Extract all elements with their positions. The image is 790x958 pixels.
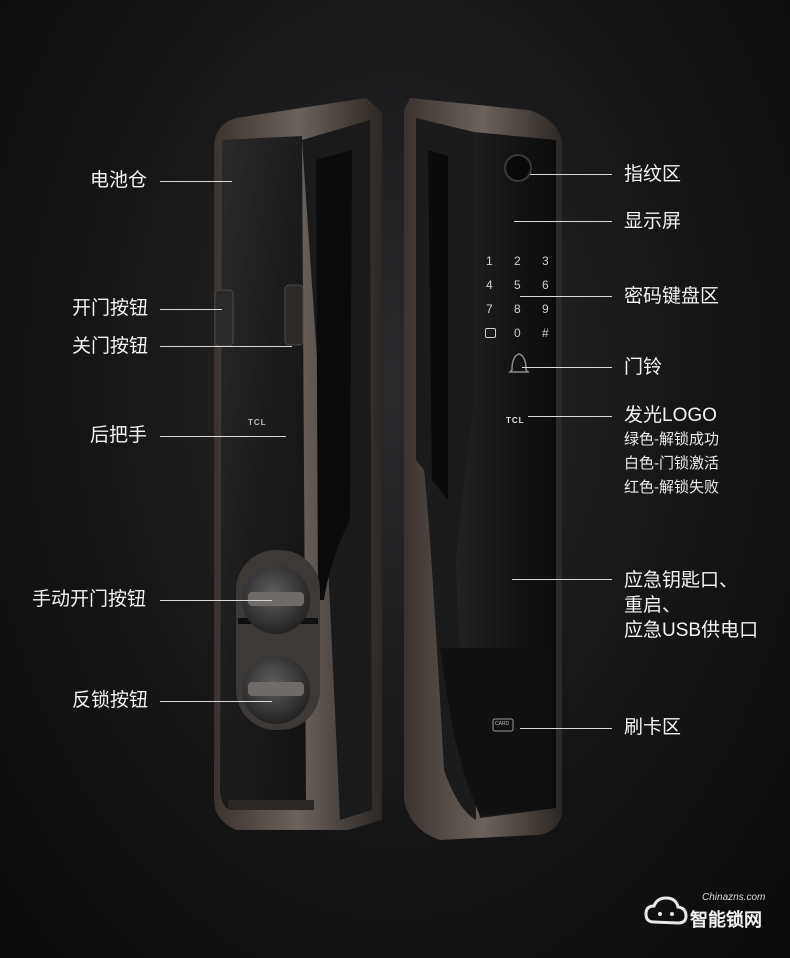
- label-rear-handle: 后把手: [90, 425, 148, 446]
- leader-emergency: [512, 579, 612, 580]
- keypad-key[interactable]: 5: [514, 278, 521, 292]
- leader-battery: [160, 181, 232, 182]
- keypad-key[interactable]: 6: [542, 278, 549, 292]
- label-logo: 发光LOGO: [624, 405, 717, 426]
- label-emergency-3: 应急USB供电口: [624, 620, 759, 641]
- front-lock-body: [404, 98, 562, 840]
- keypad-key[interactable]: 8: [514, 302, 521, 316]
- leader-open-button: [160, 309, 222, 310]
- leader-doorbell: [522, 367, 612, 368]
- watermark-name: 智能锁网: [690, 910, 762, 930]
- leader-manual-open: [160, 600, 272, 601]
- label-display: 显示屏: [624, 211, 682, 232]
- cloud-logo-icon: [644, 896, 688, 925]
- card-icon: CARD: [495, 721, 510, 727]
- leader-display: [514, 221, 612, 222]
- leader-keypad: [520, 296, 612, 297]
- lock-icon[interactable]: [485, 328, 496, 338]
- label-open-button: 开门按钮: [72, 298, 149, 319]
- rear-lock-body: [214, 98, 382, 830]
- label-logo-green: 绿色-解锁成功: [624, 431, 719, 448]
- label-logo-white: 白色-门锁激活: [624, 455, 719, 472]
- leader-rear-handle: [160, 436, 286, 437]
- leader-close-button: [160, 346, 292, 347]
- label-fingerprint: 指纹区: [624, 164, 682, 185]
- label-keypad: 密码键盘区: [624, 286, 720, 307]
- keypad-key[interactable]: 4: [486, 278, 493, 292]
- label-battery: 电池仓: [90, 170, 148, 191]
- keypad-key[interactable]: 0: [514, 326, 521, 340]
- label-logo-red: 红色-解锁失败: [624, 479, 719, 496]
- front-logo: TCL: [506, 416, 525, 425]
- label-card: 刷卡区: [624, 717, 682, 738]
- keypad-key[interactable]: 9: [542, 302, 549, 316]
- label-close-button: 关门按钮: [72, 336, 149, 357]
- watermark: Chinazns.com 智能锁网: [640, 880, 780, 940]
- keypad-key[interactable]: #: [542, 326, 549, 340]
- leader-fingerprint: [530, 174, 612, 175]
- keypad-key[interactable]: 1: [486, 254, 493, 268]
- keypad: 1 2 3 4 5 6 7 8 9 0 #: [480, 254, 560, 344]
- watermark-domain: Chinazns.com: [702, 892, 766, 903]
- label-manual-open: 手动开门按钮: [32, 589, 147, 610]
- label-doorbell: 门铃: [624, 357, 663, 378]
- keypad-key[interactable]: 7: [486, 302, 493, 316]
- keypad-key[interactable]: 2: [514, 254, 521, 268]
- leader-logo: [528, 416, 612, 417]
- keypad-key[interactable]: 3: [542, 254, 549, 268]
- label-deadlock: 反锁按钮: [72, 690, 149, 711]
- label-emergency-1: 应急钥匙口、: [624, 570, 739, 591]
- rear-logo: TCL: [248, 418, 267, 427]
- leader-deadlock: [160, 701, 272, 702]
- label-emergency-2: 重启、: [624, 595, 682, 616]
- leader-card: [520, 728, 612, 729]
